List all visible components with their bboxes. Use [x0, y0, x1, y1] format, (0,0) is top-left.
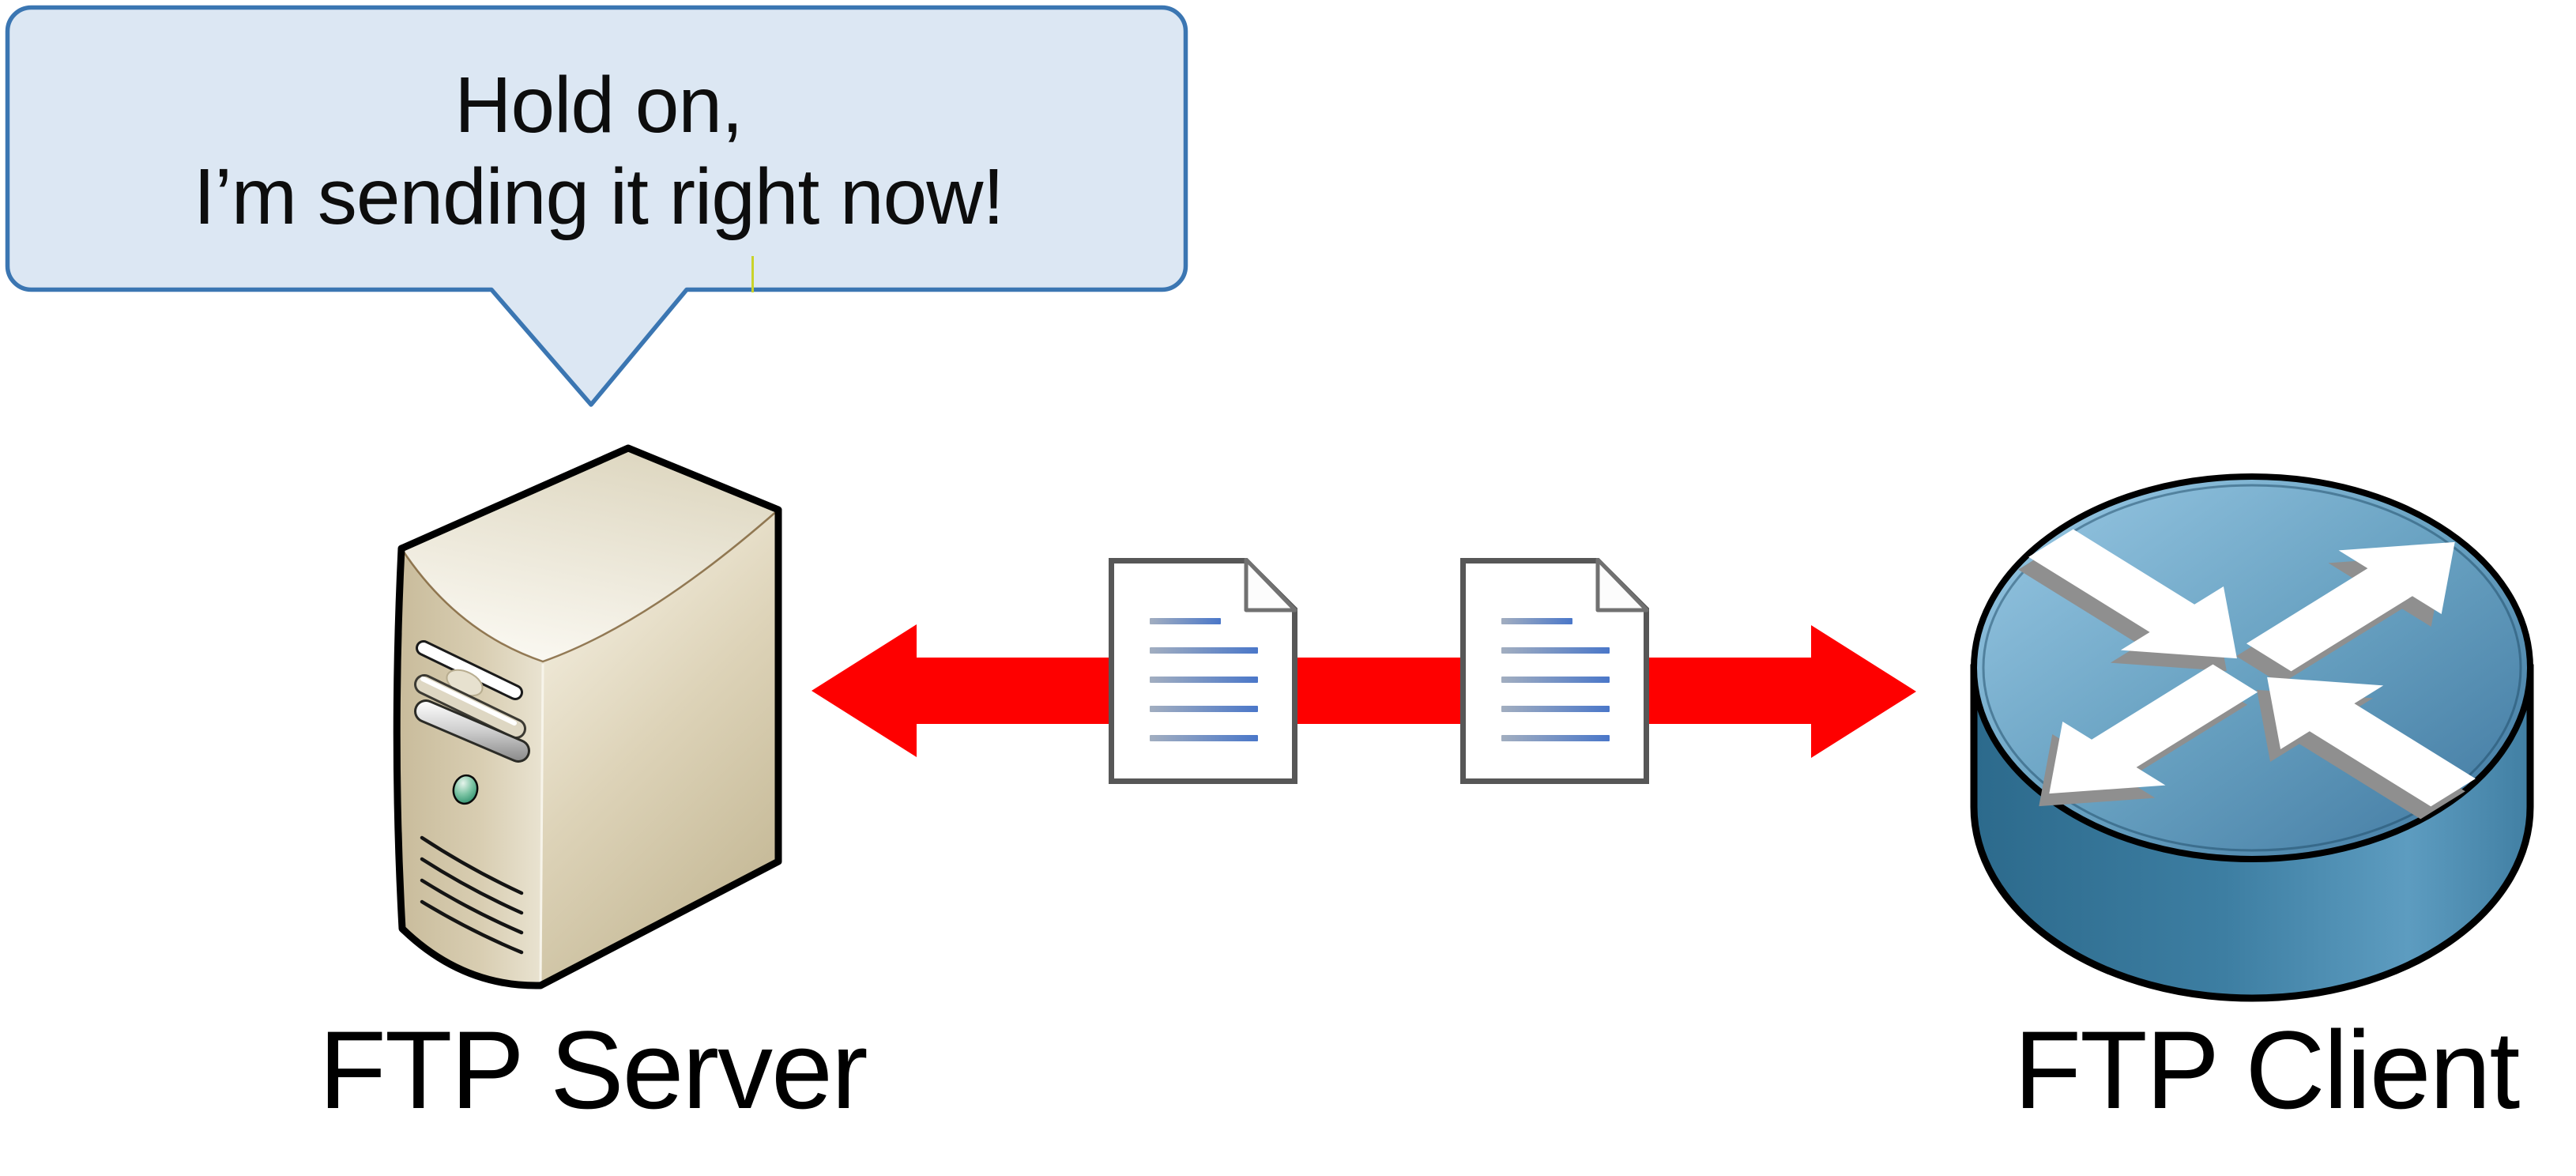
router-top-rim — [1982, 484, 2522, 852]
server-drive-slit — [418, 643, 521, 698]
server-vents — [420, 835, 524, 955]
document-page — [1460, 558, 1649, 784]
document-icon-1 — [1109, 558, 1297, 784]
document-fold-corner — [1595, 558, 1649, 612]
document-text-lines — [1150, 618, 1258, 741]
bidirectional-arrow-icon — [812, 624, 1916, 758]
server-power-led — [452, 774, 479, 805]
router-icon — [1970, 473, 2534, 1002]
speech-bubble — [5, 5, 1188, 407]
transfer-arrow — [812, 624, 1916, 758]
document-text-lines — [1501, 618, 1610, 741]
server-tower-icon — [393, 444, 782, 989]
server-drive-bay-highlight — [420, 677, 517, 726]
ftp-client-label: FTP Client — [2013, 1008, 2521, 1132]
server-side-face — [540, 510, 778, 986]
document-page — [1109, 558, 1297, 784]
server-top-face — [401, 448, 778, 662]
server-outline — [393, 444, 782, 989]
speech-bubble-line-1: Hold on, — [454, 60, 743, 149]
document-icon-2 — [1460, 558, 1649, 784]
stray-cursor-artifact — [751, 256, 754, 292]
server-ridge-highlight — [539, 663, 544, 985]
speech-bubble-line-2: I’m sending it right now! — [193, 152, 1004, 241]
speech-bubble-text: Hold on, I’m sending it right now! — [9, 9, 1188, 292]
document-fold-corner — [1244, 558, 1297, 612]
server-vent-bar — [416, 702, 528, 760]
ftp-server-label: FTP Server — [318, 1008, 868, 1132]
speech-bubble-outline — [5, 5, 1188, 407]
server-roof-edge — [400, 509, 779, 663]
server-drive-bay — [416, 677, 524, 737]
